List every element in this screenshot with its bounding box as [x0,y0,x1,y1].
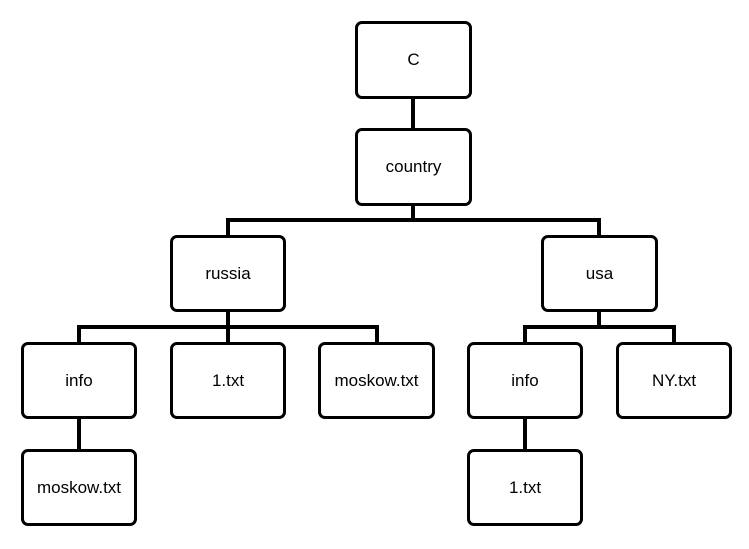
node-russia-1txt: 1.txt [170,342,286,419]
node-russia: russia [170,235,286,312]
node-label: country [385,157,442,176]
node-usa-info-1txt: 1.txt [467,449,583,526]
node-label: 1.txt [508,477,542,497]
node-usa-ny-txt: NY.txt [616,342,732,419]
node-label: info [511,370,539,390]
node-usa: usa [541,235,658,312]
node-label: usa [585,263,614,283]
node-russia-info-moskow-txt: moskow.txt [21,449,137,526]
node-label: moskow.txt [36,477,122,497]
node-russia-moskow-txt: moskow.txt [318,342,435,419]
node-label: info [65,370,93,390]
node-label: 1.txt [211,370,245,390]
node-russia-info: info [21,342,137,419]
node-root-c: C [355,21,472,99]
node-label: NY.txt [651,370,697,390]
node-usa-info: info [467,342,583,419]
node-country: country [355,128,472,206]
node-label: russia [205,263,251,283]
node-label: moskow.txt [334,370,419,390]
node-label: C [407,50,420,69]
